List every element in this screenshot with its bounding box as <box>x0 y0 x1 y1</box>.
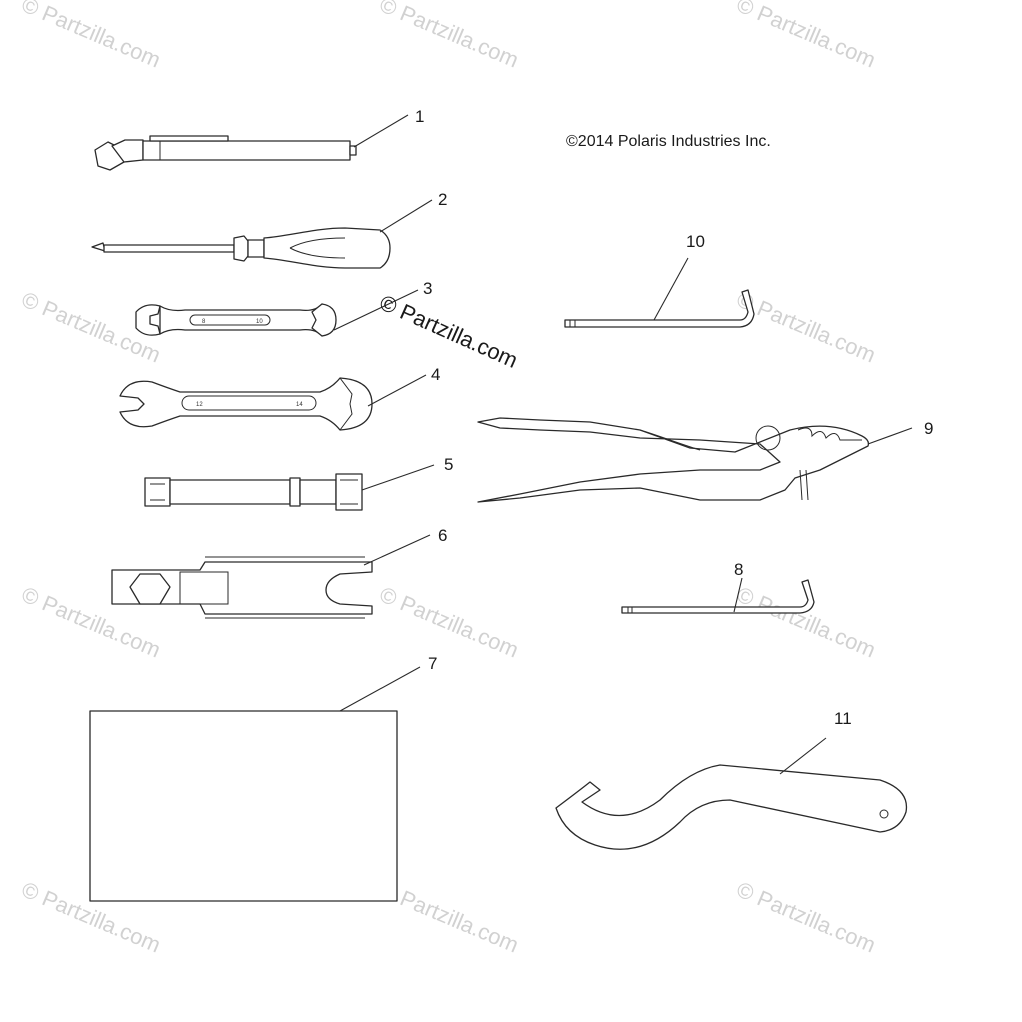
watermark: © Partzilla.com <box>733 0 879 73</box>
callout-9: 9 <box>924 419 933 438</box>
watermark: © Partzilla.com <box>733 877 879 958</box>
callout-5: 5 <box>444 455 453 474</box>
callout-2: 2 <box>438 190 447 209</box>
part-11-hook-spanner <box>555 764 908 850</box>
part-6-spanner <box>111 556 373 619</box>
part-2-screwdriver <box>91 227 391 269</box>
part-8-small-hex-key <box>621 579 815 614</box>
copyright-text: ©2014 Polaris Industries Inc. <box>566 133 771 150</box>
callout-6: 6 <box>438 526 447 545</box>
callout-4: 4 <box>431 365 440 384</box>
part-9-pliers <box>477 417 870 503</box>
callout-7: 7 <box>428 654 437 673</box>
callout-8: 8 <box>734 560 743 579</box>
part-3-small-wrench: 8 10 <box>135 303 337 337</box>
part-7-manual <box>89 710 398 902</box>
part-1-pressure-gauge <box>94 135 357 171</box>
callout-3: 3 <box>423 279 432 298</box>
part-5-socket <box>144 473 363 511</box>
watermark: © Partzilla.com <box>376 877 522 958</box>
wrench-size-mark: 12 <box>196 402 203 408</box>
wrench-size-mark: 14 <box>296 402 303 408</box>
wrench-size-mark: 10 <box>256 319 263 325</box>
callout-11: 11 <box>834 709 852 728</box>
watermark: © Partzilla.com <box>376 0 522 73</box>
watermark-center: © Partzilla.com <box>376 290 522 373</box>
watermark: © Partzilla.com <box>376 582 522 663</box>
watermark: © Partzilla.com <box>18 0 164 73</box>
watermark: © Partzilla.com <box>733 287 879 368</box>
wrench-size-mark: 8 <box>202 319 206 325</box>
callout-10: 10 <box>686 232 705 251</box>
callout-1: 1 <box>415 107 424 126</box>
leader-lines <box>333 114 913 775</box>
part-10-large-hex-key <box>564 289 755 328</box>
callouts: 1 2 3 4 5 6 7 8 9 10 11 <box>415 107 933 728</box>
part-4-large-wrench: 12 14 <box>119 377 373 431</box>
